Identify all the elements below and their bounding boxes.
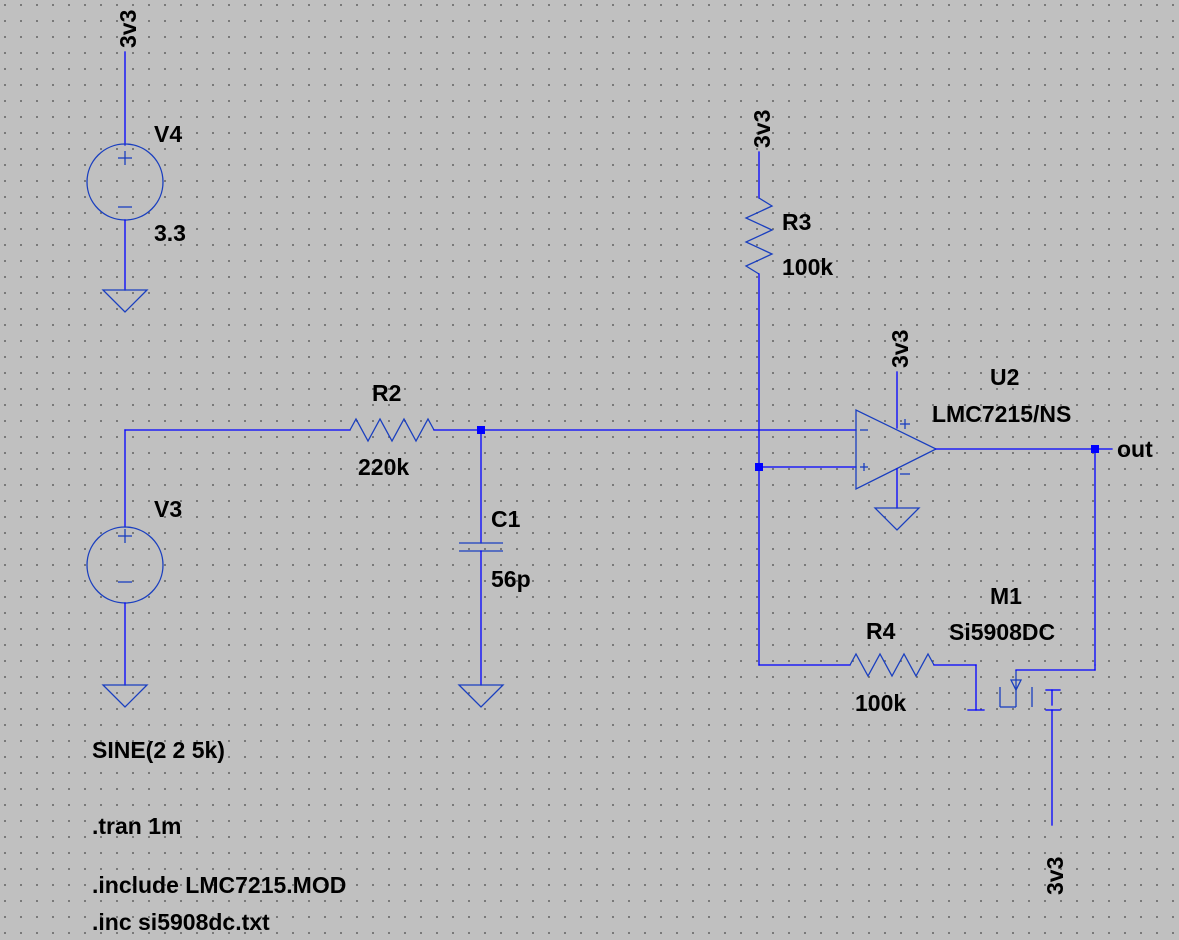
ground-icon: [873, 507, 921, 531]
v3-value: SINE(2 2 5k): [92, 737, 225, 763]
net-label-3v3-r3: 3v3: [749, 110, 775, 148]
c1-ref: C1: [491, 506, 521, 532]
net-label-3v3-m1: 3v3: [1042, 857, 1068, 895]
mosfet-m1[interactable]: [933, 664, 1096, 826]
resistor-r2[interactable]: [349, 417, 435, 443]
net-label-3v3-u2: 3v3: [887, 330, 913, 368]
m1-value: Si5908DC: [949, 619, 1055, 645]
junction-dot: [755, 463, 763, 471]
net-label-out: out: [1117, 436, 1153, 462]
r3-ref: R3: [782, 209, 811, 235]
comparator-u2[interactable]: [855, 371, 938, 531]
directive-include[interactable]: .include LMC7215.MOD: [92, 872, 346, 898]
v4-ref: V4: [154, 121, 182, 147]
directive-tran[interactable]: .tran 1m: [92, 813, 181, 839]
source-v4[interactable]: [86, 51, 164, 313]
r3-value: 100k: [782, 254, 833, 280]
v3-ref: V3: [154, 496, 182, 522]
resistor-r3[interactable]: [744, 197, 774, 275]
v4-value: 3.3: [154, 220, 186, 246]
junction-dot: [477, 426, 485, 434]
r4-ref: R4: [866, 618, 896, 644]
r2-value: 220k: [358, 454, 409, 480]
m1-ref: M1: [990, 583, 1022, 609]
source-v3[interactable]: [86, 429, 164, 708]
capacitor-c1[interactable]: [457, 429, 505, 708]
u2-ref: U2: [990, 364, 1019, 390]
c1-value: 56p: [491, 566, 531, 592]
directive-inc[interactable]: .inc si5908dc.txt: [92, 909, 270, 935]
r4-value: 100k: [855, 690, 906, 716]
ground-icon: [101, 289, 149, 313]
ground-icon: [457, 684, 505, 708]
r2-ref: R2: [372, 380, 401, 406]
net-label-3v3-v4: 3v3: [115, 10, 141, 48]
ground-icon: [101, 684, 149, 708]
resistor-r4[interactable]: [849, 652, 935, 678]
u2-value: LMC7215/NS: [932, 401, 1071, 427]
